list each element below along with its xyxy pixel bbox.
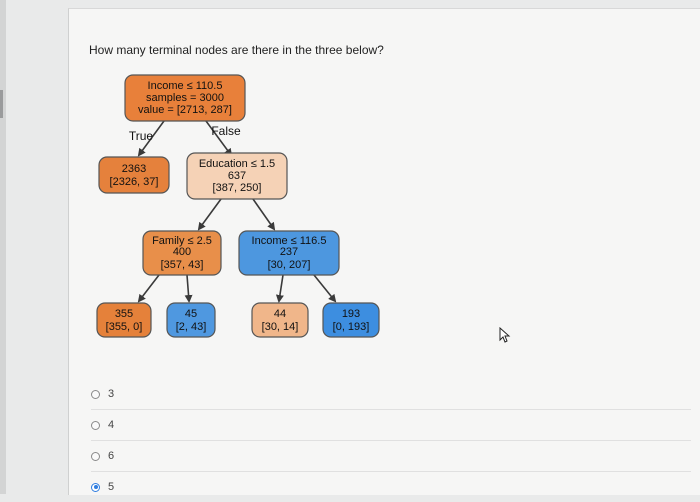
option-label: 6 [108, 450, 115, 462]
option-3[interactable]: 3 [91, 379, 691, 409]
radio-button[interactable] [91, 389, 100, 399]
option-5[interactable]: 5 [91, 471, 691, 502]
node-n2-line1: Education ≤ 1.5 [199, 158, 275, 170]
node-n3-line1: Family ≤ 2.5 [152, 235, 212, 247]
node-root-line3: value = [2713, 287] [138, 104, 232, 116]
tree-node-leaf-2: 355 [355, 0] [96, 302, 152, 338]
edge-n2-n4 [252, 198, 276, 231]
tree-node-leaf-5: 193 [0, 193] [322, 302, 380, 338]
node-n5-line2: [355, 0] [106, 321, 143, 333]
node-n4-line2: 237 [280, 246, 298, 258]
edge-n4-n7 [275, 274, 284, 303]
tree-node-education: Education ≤ 1.5 637 [387, 250] [186, 152, 288, 200]
decision-tree-diagram: True False Income ≤ 110.5 samples = 3000… [96, 74, 380, 338]
answer-options: 3 4 6 5 [91, 379, 691, 502]
left-indicator [0, 90, 3, 118]
node-n2-line3: [387, 250] [213, 182, 262, 194]
node-n6-line1: 45 [185, 308, 197, 320]
node-n7-line2: [30, 14] [262, 321, 299, 333]
edge-n3-n6 [184, 274, 193, 303]
node-n8-line2: [0, 193] [333, 321, 370, 333]
tree-node-leaf-1: 2363 [2326, 37] [98, 156, 170, 194]
node-n7-line1: 44 [274, 308, 286, 320]
option-6[interactable]: 6 [91, 440, 691, 471]
tree-node-leaf-3: 45 [2, 43] [166, 302, 216, 338]
node-n4-line1: Income ≤ 116.5 [252, 235, 327, 247]
node-n5-line1: 355 [115, 308, 133, 320]
option-label: 4 [108, 419, 115, 431]
node-n4-line3: [30, 207] [268, 259, 311, 271]
mouse-pointer-icon [499, 327, 511, 343]
edge-n4-n8 [313, 274, 337, 303]
node-root-line2: samples = 3000 [146, 92, 224, 104]
node-n8-line1: 193 [342, 308, 360, 320]
node-n1-line2: [2326, 37] [110, 176, 159, 188]
tree-node-family: Family ≤ 2.5 400 [357, 43] [142, 230, 222, 276]
edge-n2-n3 [197, 198, 222, 231]
edge-label-true: True [129, 129, 154, 143]
option-4[interactable]: 4 [91, 409, 691, 440]
tree-node-leaf-4: 44 [30, 14] [251, 302, 309, 338]
node-n1-line1: 2363 [122, 163, 146, 175]
edge-root-n2 [205, 120, 233, 157]
question-card: How many terminal nodes are there in the… [68, 8, 700, 495]
question-text: How many terminal nodes are there in the… [89, 43, 384, 57]
node-n6-line2: [2, 43] [176, 321, 207, 333]
option-label: 3 [108, 388, 115, 400]
edge-label-false: False [211, 124, 241, 138]
radio-button[interactable] [91, 451, 100, 461]
node-n3-line3: [357, 43] [161, 259, 204, 271]
edge-root-n1 [137, 120, 165, 157]
tree-node-income-2: Income ≤ 116.5 237 [30, 207] [238, 230, 340, 276]
edge-n3-n5 [137, 274, 160, 303]
tree-edges [137, 120, 337, 303]
node-n2-line2: 637 [228, 170, 246, 182]
node-root-line1: Income ≤ 110.5 [148, 80, 223, 92]
option-label: 5 [108, 481, 115, 493]
tree-node-root: Income ≤ 110.5 samples = 3000 value = [2… [124, 74, 246, 122]
node-n3-line2: 400 [173, 246, 191, 258]
radio-button-selected[interactable] [91, 482, 100, 492]
radio-button[interactable] [91, 420, 100, 430]
left-scroll-strip [0, 0, 6, 494]
